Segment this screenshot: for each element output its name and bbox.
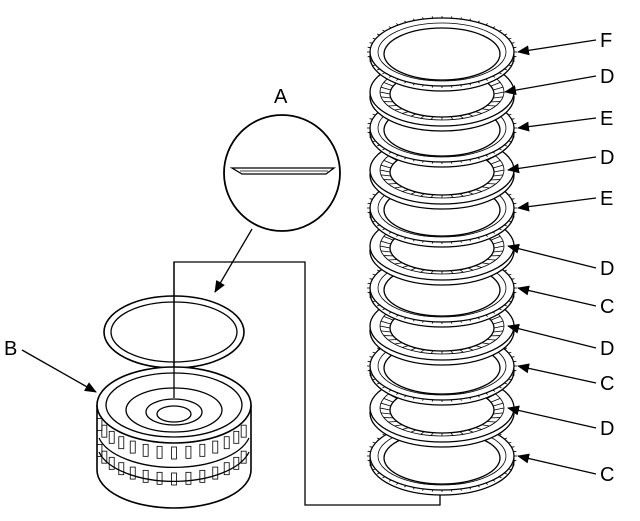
clutch-plate-stack: [367, 16, 517, 495]
callout-d-4: D: [600, 338, 614, 360]
callout-f: F: [600, 30, 612, 52]
callout-c-1: C: [600, 296, 614, 318]
callout-a: A: [274, 86, 288, 108]
callout-c-3: C: [600, 464, 614, 486]
callout-b: B: [4, 338, 17, 360]
callout-e-2: E: [600, 188, 613, 210]
callout-c-2: C: [600, 373, 614, 395]
callout-d-5: D: [600, 418, 614, 440]
callout-e-1: E: [600, 108, 613, 130]
callout-d-2: D: [600, 147, 614, 169]
callout-d-1: D: [600, 66, 614, 88]
detail-a-magnifier: [215, 115, 340, 292]
detail-a-arrow: [215, 229, 252, 292]
clutch-plate: [367, 16, 517, 91]
callout-d-3: D: [600, 258, 614, 280]
clutch-drum: [97, 262, 251, 508]
